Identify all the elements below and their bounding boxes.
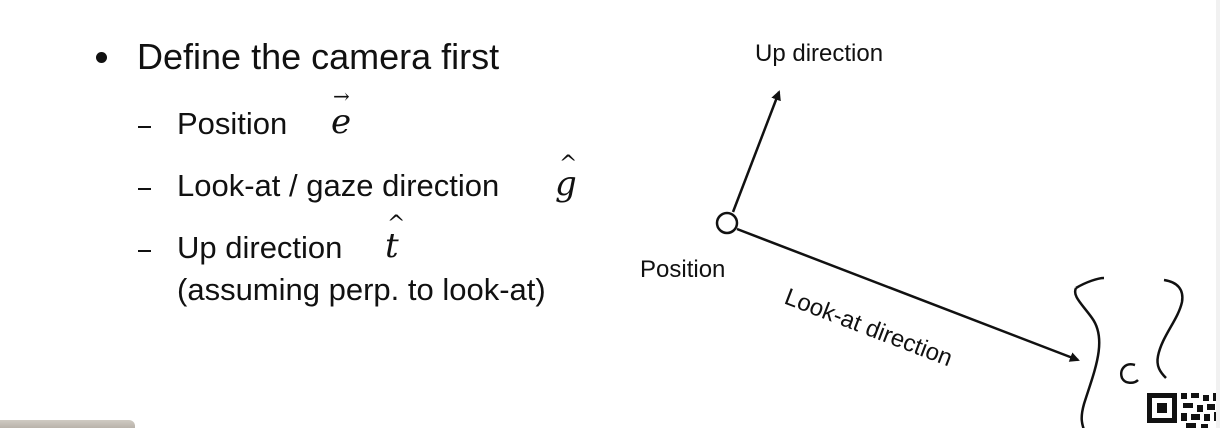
math-symbol-t: t ^ — [385, 212, 406, 266]
vector-arrow-accent: → — [333, 84, 350, 108]
lookat-direction-arrow — [736, 227, 1080, 362]
heading-text: Define the camera first — [137, 36, 500, 77]
target-object — [1073, 276, 1184, 428]
math-symbol-e: e → — [331, 84, 352, 142]
subitem-lookat-label: Look-at / gaze direction — [177, 168, 500, 203]
subitem-dash — [138, 250, 151, 252]
subitem-up-label: Up direction — [177, 230, 343, 265]
bullet-dot — [96, 52, 107, 63]
up-direction-label: Up direction — [755, 40, 883, 67]
hat-accent: ^ — [387, 212, 406, 237]
math-symbol-g: g ^ — [555, 152, 578, 204]
corner-thumbnail — [0, 420, 135, 428]
up-direction-arrow — [731, 90, 781, 213]
lookat-direction-label: Look-at direction — [781, 283, 956, 372]
subitem-dash — [138, 188, 151, 190]
camera-position-circle — [715, 211, 739, 235]
subitem-dash — [138, 126, 151, 128]
subitem-up-note: (assuming perp. to look-at) — [177, 272, 546, 307]
hat-accent: ^ — [559, 152, 578, 177]
qr-code-icon — [1147, 393, 1220, 428]
subitem-position-label: Position — [177, 106, 288, 141]
right-edge-strip — [1216, 0, 1220, 428]
position-label: Position — [640, 256, 725, 283]
